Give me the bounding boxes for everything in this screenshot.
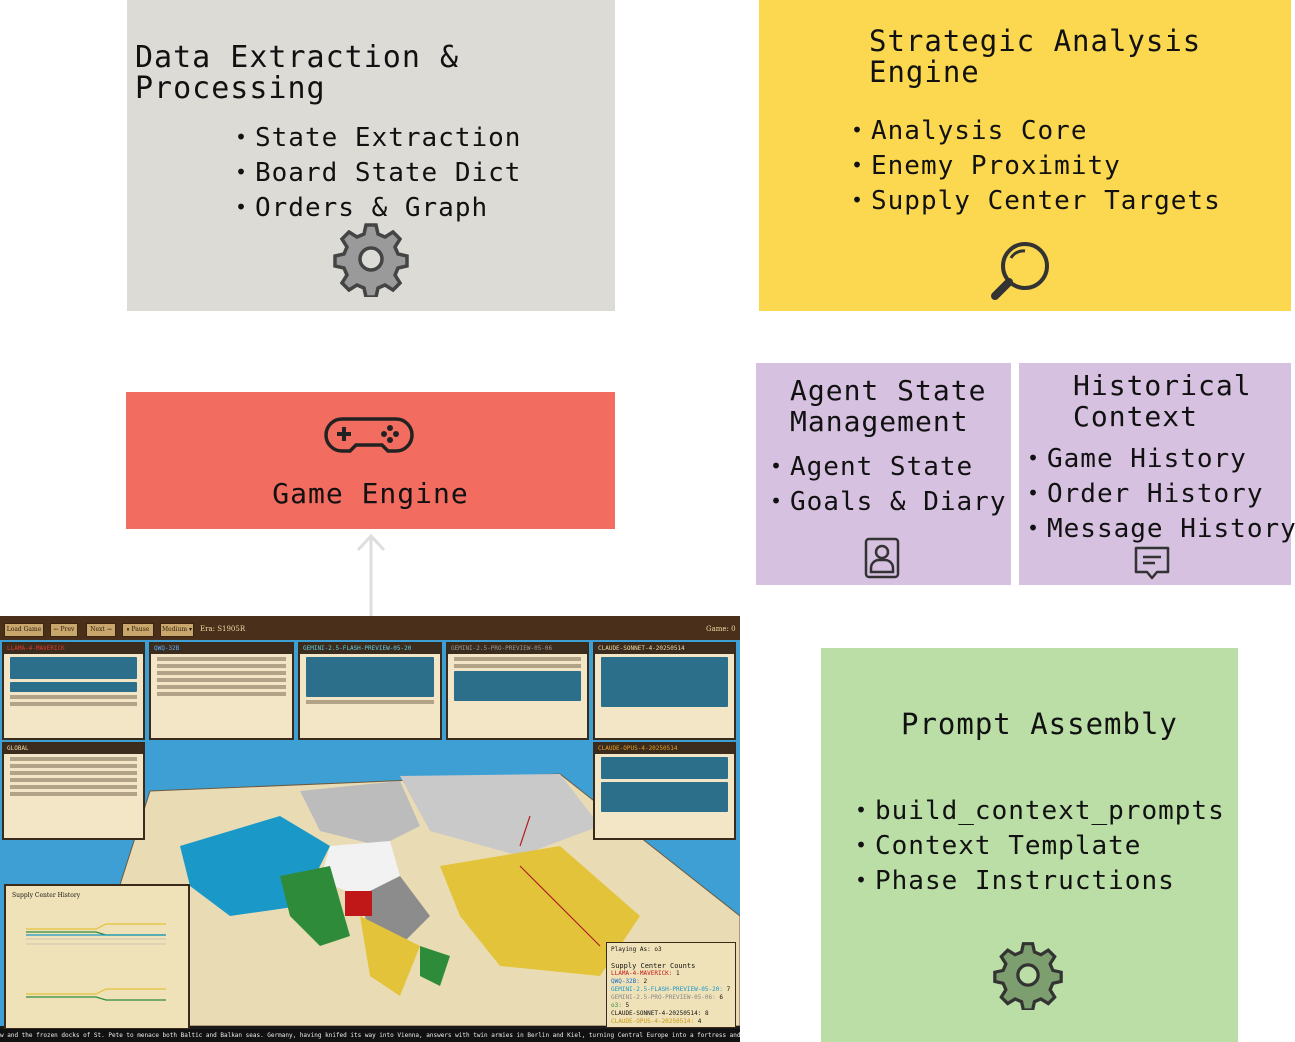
text-line <box>10 695 137 699</box>
arrow-up-icon <box>356 533 386 618</box>
list-item: Analysis Core <box>851 113 1221 148</box>
chat-message <box>601 782 728 812</box>
agent-card: CLAUDE-SONNET-4-20250514 <box>593 642 736 740</box>
card-title: LLAMA-4-MAVERICK <box>4 644 143 654</box>
strategic-analysis-list: Analysis Core Enemy Proximity Supply Cen… <box>851 113 1221 218</box>
strategic-analysis-box: Strategic Analysis Engine Analysis Core … <box>759 0 1291 311</box>
agent-card: GLOBAL <box>2 742 145 840</box>
text-line <box>157 657 286 661</box>
era-label: Era: S1905R <box>200 625 246 633</box>
agent-card: CLAUDE-OPUS-4-20250514 <box>593 742 736 840</box>
count-row: GEMINI-2.5-PRO-PREVIEW-05-06: 6 <box>611 994 724 1001</box>
gear-icon <box>333 223 409 297</box>
card-title: CLAUDE-SONNET-4-20250514 <box>595 644 734 654</box>
list-item: Enemy Proximity <box>851 148 1221 183</box>
card-title: CLAUDE-OPUS-4-20250514 <box>595 744 734 754</box>
card-title: GLOBAL <box>4 744 143 754</box>
list-item: Orders & Graph <box>235 190 521 225</box>
text-line <box>10 764 137 768</box>
list-item: Game History <box>1027 441 1295 476</box>
list-item: Agent State <box>770 449 1007 484</box>
data-extraction-list: State Extraction Board State Dict Orders… <box>235 120 521 225</box>
card-title: GEMINI-2.5-PRO-PREVIEW-05-06 <box>448 644 587 654</box>
supply-center-history-panel: Supply Center History <box>4 884 190 1030</box>
chart-title: Supply Center History <box>12 892 81 899</box>
list-item: Board State Dict <box>235 155 521 190</box>
game-engine-box: Game Engine <box>126 392 615 529</box>
chat-message <box>10 657 137 679</box>
text-line <box>157 671 286 675</box>
chat-message <box>306 657 434 697</box>
prompt-assembly-box: Prompt Assembly build_context_prompts Co… <box>821 648 1238 1042</box>
count-row: CLAUDE-SONNET-4-20250514: 8 <box>611 1010 709 1017</box>
supply-center-counts-panel: Playing As: o3 Supply Center Counts LLAM… <box>606 942 736 1028</box>
chat-message <box>454 671 581 701</box>
list-item: State Extraction <box>235 120 521 155</box>
historical-context-list: Game History Order History Message Histo… <box>1027 441 1295 546</box>
list-item: Order History <box>1027 476 1295 511</box>
chat-message <box>601 757 728 779</box>
news-ticker: w and the frozen docks of St. Pete to me… <box>0 1029 740 1042</box>
agent-card: LLAMA-4-MAVERICK <box>2 642 145 740</box>
next-button[interactable]: Next → <box>86 623 116 637</box>
list-item: Message History <box>1027 511 1295 546</box>
text-line <box>10 702 137 706</box>
prompt-assembly-list: build_context_prompts Context Template P… <box>855 793 1225 898</box>
text-line <box>10 792 137 796</box>
data-extraction-title: Data Extraction & Processing <box>135 40 460 106</box>
text-line <box>454 657 581 661</box>
game-label: Game: 0 <box>706 625 736 633</box>
count-row: GEMINI-2.5-FLASH-PREVIEW-05-20: 7 <box>611 986 731 993</box>
magnifier-icon <box>991 242 1049 300</box>
card-title: GEMINI-2.5-FLASH-PREVIEW-05-20 <box>300 644 440 654</box>
agent-state-title: Agent State Management <box>790 374 987 438</box>
list-item: Supply Center Targets <box>851 183 1221 218</box>
pause-button[interactable]: ⏸ Pause <box>122 623 154 637</box>
strategic-analysis-title: Strategic Analysis Engine <box>869 24 1202 89</box>
text-line <box>10 757 137 761</box>
agent-state-box: Agent State Management Agent State Goals… <box>756 363 1011 585</box>
profile-icon <box>864 537 900 579</box>
speed-select[interactable]: Medium ▾ <box>160 623 194 637</box>
text-line <box>306 700 434 704</box>
card-title: QWQ-32B <box>151 644 292 654</box>
text-line <box>454 664 581 668</box>
chat-message <box>601 657 728 707</box>
list-item: build_context_prompts <box>855 793 1225 828</box>
count-row: CLAUDE-OPUS-4-20250514: 4 <box>611 1018 702 1025</box>
prev-button[interactable]: ← Prev <box>50 623 78 637</box>
list-item: Phase Instructions <box>855 863 1225 898</box>
chat-message <box>10 682 137 692</box>
text-line <box>10 785 137 789</box>
count-row: QWQ-32B: 2 <box>611 978 648 985</box>
historical-context-box: Historical Context Game History Order Hi… <box>1019 363 1295 585</box>
playing-as-label: Playing As: o3 <box>611 946 662 953</box>
agent-card: GEMINI-2.5-FLASH-PREVIEW-05-20 <box>298 642 442 740</box>
list-item: Goals & Diary <box>770 484 1007 519</box>
count-row: LLAMA-4-MAVERICK: 1 <box>611 970 680 977</box>
load-game-button[interactable]: Load Game <box>4 623 44 637</box>
agent-state-list: Agent State Goals & Diary <box>770 449 1007 519</box>
data-extraction-box: Data Extraction & Processing State Extra… <box>127 0 615 311</box>
text-line <box>157 678 286 682</box>
text-line <box>10 771 137 775</box>
text-line <box>157 685 286 689</box>
count-row: o3: 5 <box>611 1002 630 1009</box>
game-engine-title: Game Engine <box>272 477 469 510</box>
gamepad-icon <box>324 417 414 453</box>
text-line <box>157 664 286 668</box>
history-lines <box>26 923 166 1001</box>
message-icon <box>1134 546 1170 580</box>
text-line <box>157 692 286 696</box>
gear-icon <box>993 942 1063 1010</box>
historical-context-title: Historical Context <box>1073 369 1252 433</box>
prompt-assembly-title: Prompt Assembly <box>901 707 1178 741</box>
text-line <box>10 778 137 782</box>
list-item: Context Template <box>855 828 1225 863</box>
agent-card: GEMINI-2.5-PRO-PREVIEW-05-06 <box>446 642 589 740</box>
agent-card: QWQ-32B <box>149 642 294 740</box>
counts-title: Supply Center Counts <box>611 962 696 970</box>
